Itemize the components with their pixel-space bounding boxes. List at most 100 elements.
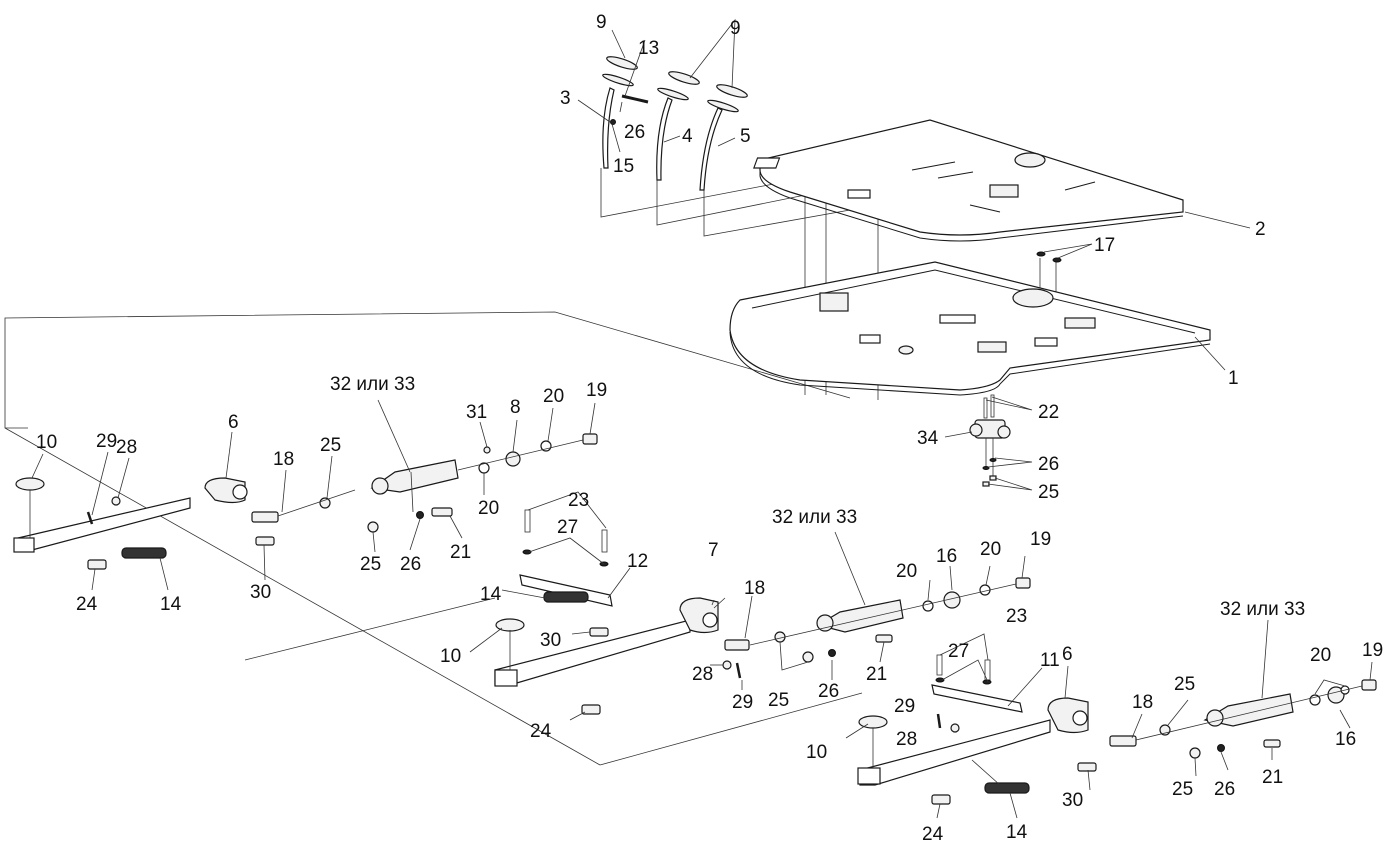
callout-25: 25 bbox=[1038, 482, 1059, 503]
nut-25a bbox=[319, 497, 331, 509]
callout-5: 5 bbox=[740, 126, 751, 147]
banjo-16a bbox=[943, 591, 961, 609]
callout-21: 21 bbox=[1262, 767, 1283, 788]
callout-20: 20 bbox=[1310, 645, 1331, 666]
cotter-pin-29b bbox=[735, 662, 742, 679]
washer-26b bbox=[828, 649, 836, 657]
callout-15: 15 bbox=[613, 156, 634, 177]
callout-10: 10 bbox=[806, 742, 827, 763]
callout-29: 29 bbox=[894, 696, 915, 717]
callout-29: 29 bbox=[732, 692, 753, 713]
callout-12: 12 bbox=[627, 551, 648, 572]
callout-19: 19 bbox=[586, 380, 607, 401]
bolt-21c bbox=[1263, 739, 1281, 748]
callout-32-or-33: 32 или 33 bbox=[330, 374, 415, 395]
callout-30: 30 bbox=[250, 582, 271, 603]
callout-10: 10 bbox=[440, 646, 461, 667]
spring-14c bbox=[984, 782, 1030, 794]
callout-26: 26 bbox=[1038, 454, 1059, 475]
callout-31: 31 bbox=[466, 402, 487, 423]
callout-2: 2 bbox=[1255, 219, 1266, 240]
projection-rod-3 bbox=[600, 168, 806, 218]
callout-26: 26 bbox=[1214, 779, 1235, 800]
callout-26: 26 bbox=[818, 681, 839, 702]
nut-25f bbox=[1189, 747, 1201, 759]
projection-rod-5 bbox=[703, 190, 879, 237]
callout-14: 14 bbox=[1006, 822, 1028, 843]
callout-14: 14 bbox=[160, 594, 182, 615]
bolt-23b bbox=[601, 529, 608, 553]
callout-26: 26 bbox=[624, 122, 645, 143]
callout-25: 25 bbox=[320, 435, 341, 456]
callout-10: 10 bbox=[36, 432, 57, 453]
cover-plate-part-2 bbox=[753, 119, 1184, 242]
callout-28: 28 bbox=[896, 729, 917, 750]
pin-30b bbox=[589, 627, 609, 637]
washer-27a bbox=[522, 549, 532, 555]
pin-30c bbox=[1077, 762, 1097, 772]
brake-cylinder-32-33b bbox=[816, 599, 904, 633]
bracket-11 bbox=[931, 684, 1023, 713]
washer-26c bbox=[1217, 744, 1225, 752]
banjo-bolt-19b bbox=[1015, 577, 1031, 589]
pedal-pad-9a bbox=[606, 56, 638, 70]
callout-18: 18 bbox=[1132, 692, 1153, 713]
callout-17: 17 bbox=[1094, 235, 1115, 256]
callout-23: 23 bbox=[568, 490, 589, 511]
callout-25: 25 bbox=[1174, 674, 1195, 695]
rubber-pad-10c bbox=[858, 715, 888, 729]
callout-11: 11 bbox=[1040, 650, 1060, 671]
callout-13: 13 bbox=[638, 38, 659, 59]
nut-25d bbox=[802, 651, 814, 663]
banjo-bolt-19c bbox=[1361, 679, 1377, 691]
callout-30: 30 bbox=[1062, 790, 1083, 811]
callout-28: 28 bbox=[116, 437, 137, 458]
frame-inner-line bbox=[244, 597, 496, 661]
callout-24: 24 bbox=[530, 721, 552, 742]
spring-14b bbox=[543, 591, 589, 603]
callout-24: 24 bbox=[922, 824, 944, 845]
callout-9: 9 bbox=[730, 18, 741, 39]
lever-arm-6a bbox=[17, 497, 191, 551]
callout-3: 3 bbox=[560, 88, 571, 109]
callout-34: 34 bbox=[917, 428, 939, 449]
callout-23: 23 bbox=[1006, 606, 1027, 627]
washer-20c bbox=[922, 600, 934, 612]
callout-20: 20 bbox=[543, 386, 564, 407]
callout-labels: 9 13 9 3 26 15 4 5 2 17 1 22 34 26 25 32… bbox=[36, 12, 1383, 845]
nut-25b bbox=[367, 521, 379, 533]
banjo-8 bbox=[505, 451, 521, 467]
pin-13 bbox=[621, 94, 649, 104]
brake-cylinder-32-33a bbox=[370, 459, 459, 493]
fork-18a bbox=[251, 511, 279, 523]
callout-25: 25 bbox=[768, 690, 789, 711]
washer-27c bbox=[935, 677, 945, 683]
pedal-levers bbox=[602, 56, 748, 191]
callout-6: 6 bbox=[1062, 644, 1073, 665]
callout-25: 25 bbox=[1172, 779, 1193, 800]
pedal-pad-9b bbox=[668, 71, 700, 85]
callout-20: 20 bbox=[980, 539, 1001, 560]
callout-27: 27 bbox=[557, 517, 578, 538]
callout-8: 8 bbox=[510, 397, 521, 418]
spring-14a bbox=[121, 547, 167, 559]
callout-30: 30 bbox=[540, 630, 561, 651]
callout-14: 14 bbox=[480, 584, 502, 605]
washer-26a bbox=[416, 511, 424, 519]
bolt-21b bbox=[875, 634, 893, 643]
callout-19: 19 bbox=[1030, 529, 1051, 550]
bolt-21a bbox=[431, 507, 453, 517]
callout-21: 21 bbox=[866, 664, 887, 685]
projection-rod-4 bbox=[656, 178, 831, 226]
bolt-24a bbox=[87, 559, 107, 570]
fork-18b bbox=[724, 639, 750, 651]
pedal-lever-4 bbox=[656, 97, 673, 181]
callout-6: 6 bbox=[228, 412, 239, 433]
callout-18: 18 bbox=[273, 449, 294, 470]
washer-28b bbox=[722, 660, 732, 670]
callout-27: 27 bbox=[948, 641, 969, 662]
cotter-pin-29a bbox=[86, 511, 94, 525]
frame-outline bbox=[4, 311, 851, 766]
callout-4: 4 bbox=[682, 126, 693, 147]
